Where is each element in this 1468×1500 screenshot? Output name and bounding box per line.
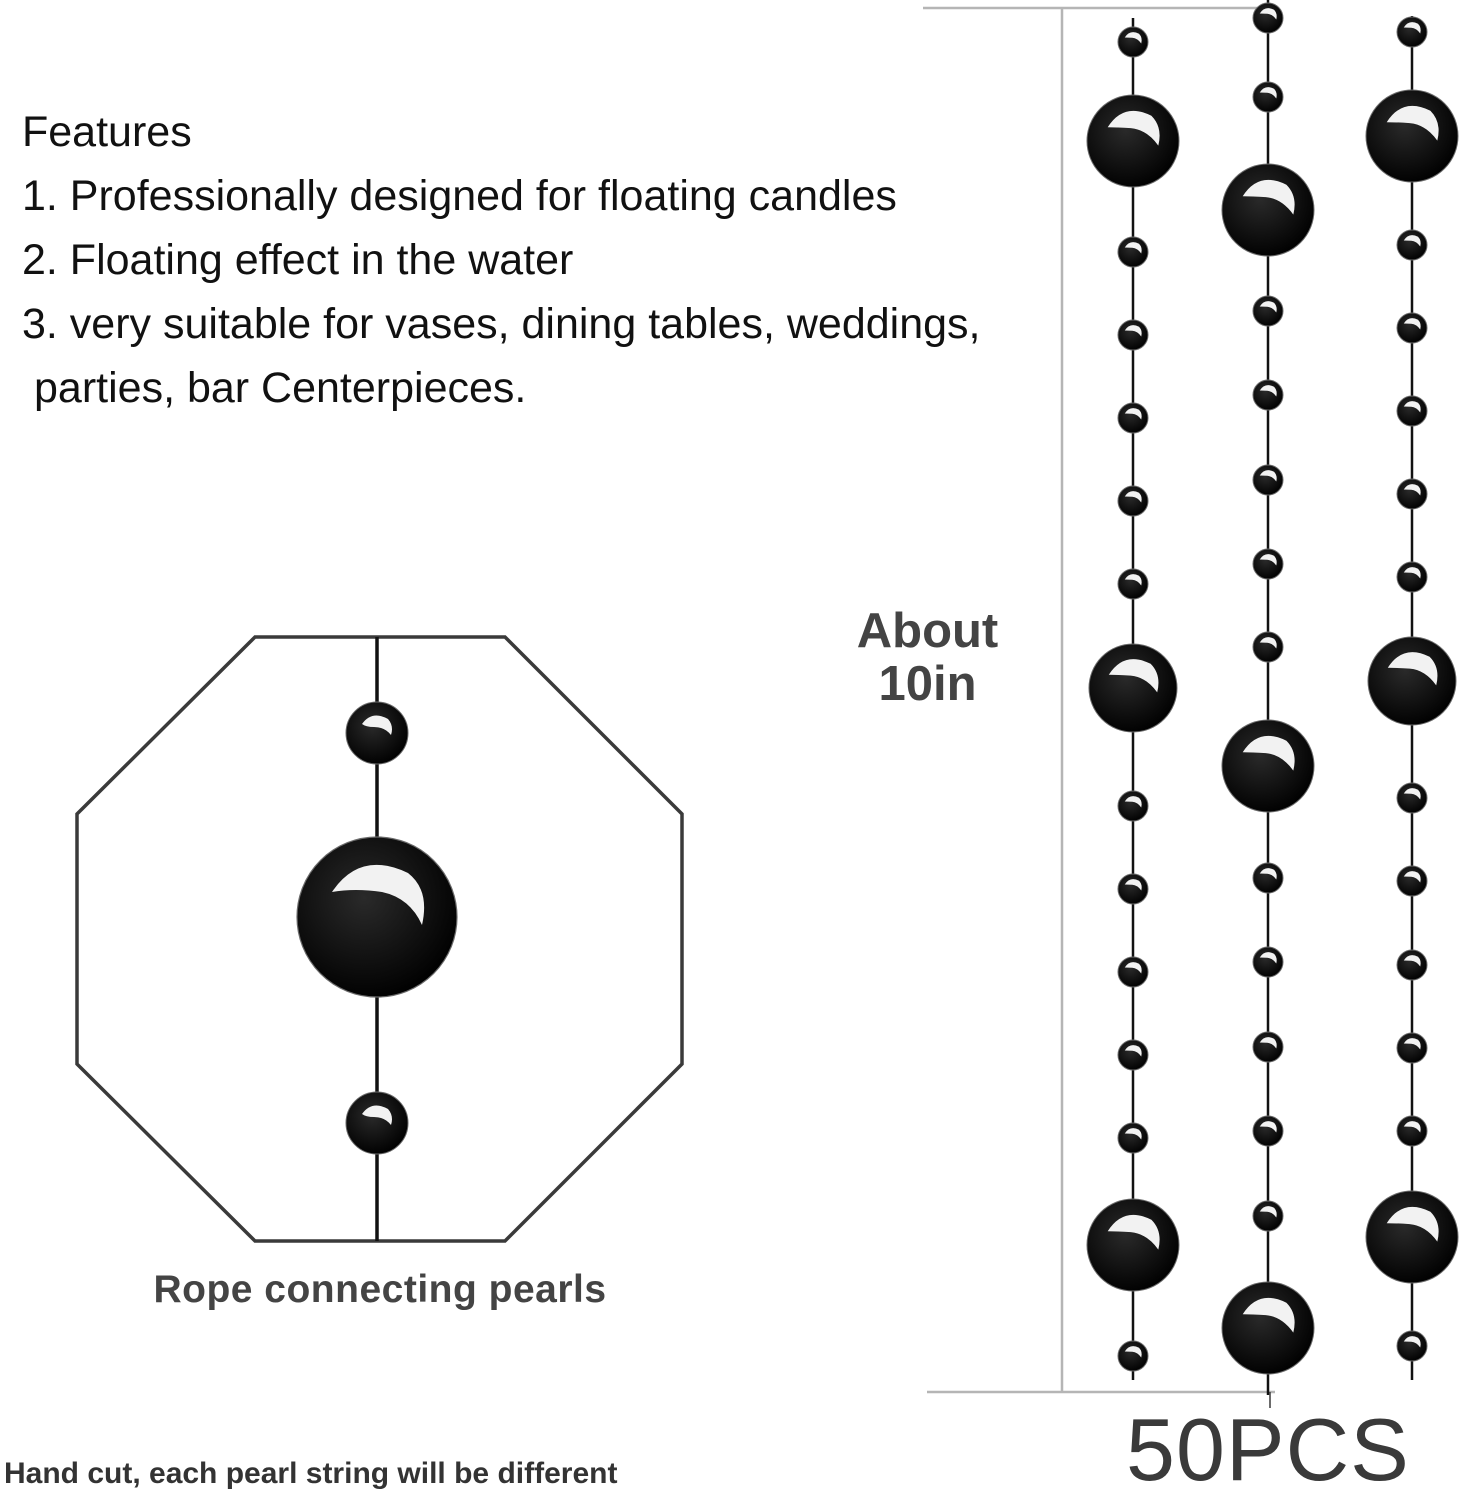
strand-3-pearl-8 <box>1367 636 1457 726</box>
features-list: Features 1. Professionally designed for … <box>22 100 1042 420</box>
strand-3-pearl-4 <box>1396 312 1428 344</box>
strand-1-pearl-5 <box>1117 402 1149 434</box>
strand-1-pearl-3 <box>1117 236 1149 268</box>
strand-2-pearl-1 <box>1252 2 1284 34</box>
strand-3-pearl-11 <box>1396 949 1428 981</box>
strand-1-pearl-8 <box>1088 643 1178 733</box>
strand-3-pearl-1 <box>1396 16 1428 48</box>
strand-1-pearl-4 <box>1117 319 1149 351</box>
strand-2-pearl-13 <box>1252 1115 1284 1147</box>
pearl-large-center <box>296 836 458 998</box>
strand-1-pearl-13 <box>1117 1122 1149 1154</box>
length-label-about: About <box>856 604 999 658</box>
strand-3-pearl-6 <box>1396 478 1428 510</box>
strand-3-pearl-13 <box>1396 1115 1428 1147</box>
strand-3-pearl-5 <box>1396 395 1428 427</box>
strand-2-pearl-3 <box>1221 163 1315 257</box>
strand-1-pearl-10 <box>1117 873 1149 905</box>
length-label-value: 10in <box>878 657 977 711</box>
pearl-strands <box>1086 0 1459 1395</box>
feature-item-3-continued: parties, bar Centerpieces. <box>34 364 527 412</box>
octagon-diagram <box>70 630 690 1250</box>
strand-3-pearl-12 <box>1396 1032 1428 1064</box>
strand-1-pearl-1 <box>1117 26 1149 58</box>
feature-item-1: 1. Professionally designed for floating … <box>22 172 897 220</box>
strand-2-pearl-10 <box>1252 862 1284 894</box>
strand-3-pearl-3 <box>1396 229 1428 261</box>
strand-3-pearl-2 <box>1365 89 1459 183</box>
strand-2-pearl-5 <box>1252 379 1284 411</box>
diagram-caption: Rope connecting pearls <box>153 1268 607 1311</box>
strand-1-pearl-2 <box>1086 94 1180 188</box>
strand-1-pearl-9 <box>1117 790 1149 822</box>
strand-3-pearl-9 <box>1396 782 1428 814</box>
strand-1-pearl-6 <box>1117 485 1149 517</box>
length-label: About 10in <box>840 605 1015 711</box>
strand-2-pearl-7 <box>1252 548 1284 580</box>
feature-item-3: 3. very suitable for vases, dining table… <box>22 300 981 348</box>
footer-note: Hand cut, each pearl string will be diff… <box>4 1457 618 1490</box>
feature-item-2: 2. Floating effect in the water <box>22 236 574 284</box>
strand-2-pearl-12 <box>1252 1031 1284 1063</box>
strand-2-pearl-6 <box>1252 464 1284 496</box>
strand-3-pearl-10 <box>1396 865 1428 897</box>
strand-2-pearl-14 <box>1252 1200 1284 1232</box>
strand-1-pearl-15 <box>1117 1340 1149 1372</box>
strand-3-pearl-15 <box>1396 1330 1428 1362</box>
strand-3-pearl-7 <box>1396 561 1428 593</box>
strand-2-pearl-15 <box>1221 1281 1315 1375</box>
strand-2-pearl-9 <box>1221 719 1315 813</box>
pearl-small-bottom <box>345 1091 409 1155</box>
features-heading: Features <box>22 108 192 156</box>
strand-1-pearl-12 <box>1117 1039 1149 1071</box>
strand-3-pearl-14 <box>1365 1190 1459 1284</box>
strand-1-pearl-11 <box>1117 956 1149 988</box>
strand-2-pearl-2 <box>1252 81 1284 113</box>
pearl-strands-illustration <box>915 0 1468 1420</box>
strand-1-pearl-7 <box>1117 568 1149 600</box>
strand-2-pearl-8 <box>1252 631 1284 663</box>
pearl-strands-svg <box>923 0 1459 1408</box>
octagon-pearl-illustration <box>75 635 684 1243</box>
strand-2-pearl-4 <box>1252 295 1284 327</box>
strand-2-pearl-11 <box>1252 946 1284 978</box>
quantity-label: 50PCS <box>1126 1400 1410 1499</box>
pearl-small-top <box>345 701 409 765</box>
strand-1-pearl-14 <box>1086 1198 1180 1292</box>
